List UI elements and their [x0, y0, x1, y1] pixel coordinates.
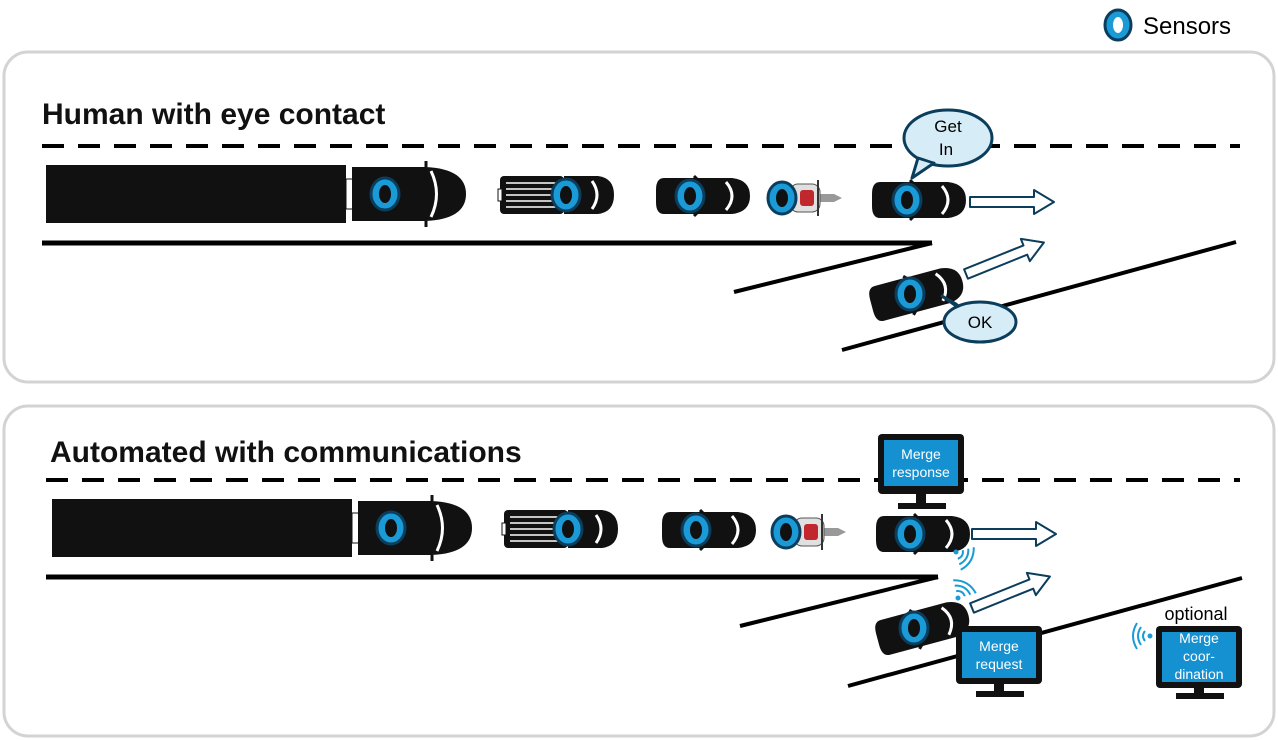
screen-text: Merge [901, 446, 941, 462]
panel-title: Automated with communications [50, 436, 522, 469]
monitor-merge-request: Merge request [956, 626, 1042, 697]
monitor-merge-coordination: Merge coor- dination [1156, 626, 1242, 699]
sensor-icon [898, 610, 930, 646]
sensor-icon [674, 178, 706, 214]
legend: Sensors [1103, 8, 1231, 42]
sensor-icon [550, 177, 582, 213]
legend-label: Sensors [1143, 13, 1231, 40]
bubble-text: Get [934, 117, 962, 136]
ramp-edge [841, 240, 1237, 352]
screen-text: request [976, 656, 1023, 672]
sensor-icon [891, 182, 923, 218]
bubble-text: OK [968, 313, 993, 332]
screen-text: coor- [1183, 648, 1215, 664]
panel-human: Human with eye contact Get In [2, 50, 1276, 384]
speech-bubble-ok: OK [940, 294, 1018, 344]
screen-text: Merge [979, 638, 1019, 654]
sensor-icon [894, 276, 926, 312]
sensor-icon [375, 510, 407, 546]
optional-label: optional [1164, 604, 1227, 624]
ramp-edge [733, 241, 933, 294]
ramp-edge [739, 575, 939, 628]
screen-text: Merge [1179, 630, 1219, 646]
sensor-icon [1103, 8, 1133, 42]
truck [44, 159, 468, 229]
sensor-icon [552, 511, 584, 547]
sensor-icon [369, 176, 401, 212]
bubble-text: In [939, 140, 953, 159]
monitor-merge-response: Merge response [878, 434, 964, 509]
screen-text: dination [1174, 666, 1223, 682]
sensor-icon [680, 512, 712, 548]
panel-automated: Automated with communications Merge resp… [2, 404, 1276, 738]
speech-bubble-get-in: Get In [902, 108, 994, 180]
sensor-icon [894, 516, 926, 552]
ramp-edge [847, 576, 1243, 688]
truck [50, 493, 474, 563]
sensor-icon [770, 514, 802, 550]
sensor-icon [766, 180, 798, 216]
panel-title: Human with eye contact [42, 98, 385, 131]
screen-text: response [892, 464, 950, 480]
